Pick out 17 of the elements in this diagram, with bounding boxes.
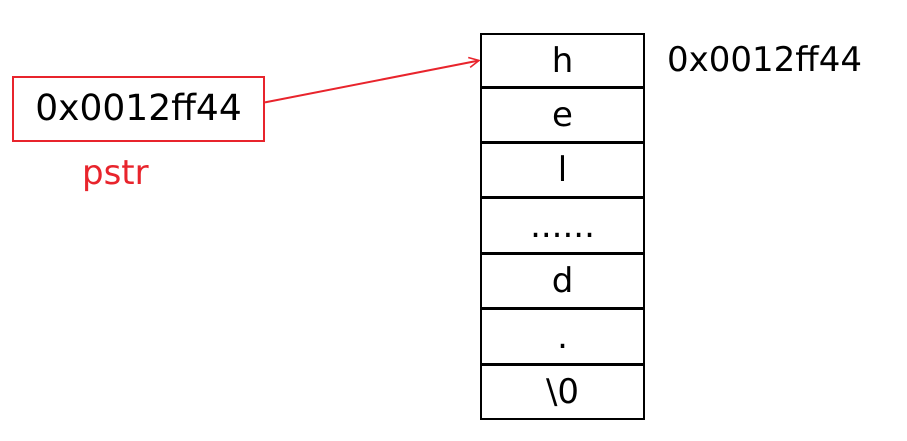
cell-text: ......: [530, 208, 595, 242]
cell-text: d: [552, 264, 574, 298]
cell-text: h: [552, 44, 574, 78]
cell-text: \0: [546, 375, 580, 409]
variable-name: pstr: [82, 156, 149, 190]
memory-address: 0x0012ff44: [667, 43, 862, 77]
memory-cell: [480, 87, 645, 143]
memory-cell: [480, 364, 645, 420]
memory-cell: [480, 308, 645, 365]
memory-cell: [480, 197, 645, 254]
cell-text: .: [557, 320, 568, 354]
memory-cell: [480, 253, 645, 309]
cell-text: l: [558, 153, 568, 187]
memory-cell: [480, 142, 645, 198]
cell-text: 0x0012ff44: [35, 91, 242, 127]
cell-text: e: [552, 98, 573, 132]
arrow: [264, 56, 480, 104]
